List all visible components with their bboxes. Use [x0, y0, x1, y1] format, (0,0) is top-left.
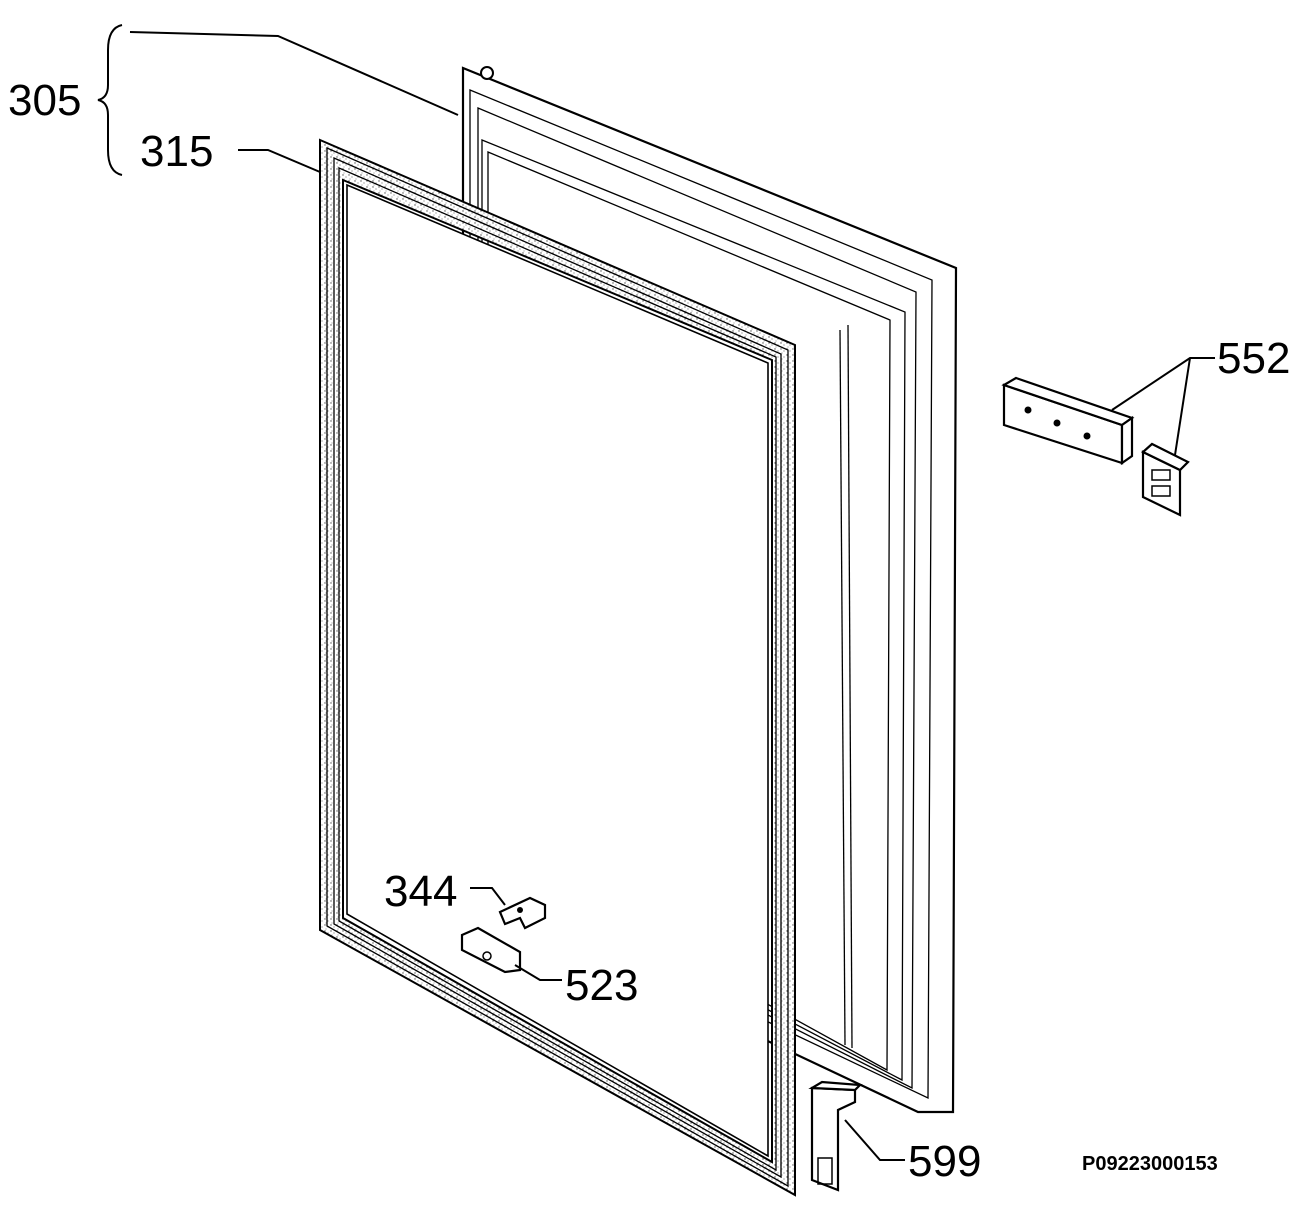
door-gasket — [319, 138, 796, 1197]
reference-code: P09223000153 — [1082, 1153, 1218, 1175]
door-panel-hole — [480, 66, 494, 80]
hinge-clip — [1141, 442, 1190, 517]
callout-552: 552 — [1217, 334, 1290, 383]
leader-lines — [97, 24, 1215, 1161]
callout-305: 305 — [8, 76, 81, 125]
brace-305 — [97, 24, 123, 176]
latch-part-344 — [498, 896, 547, 930]
latch-part-523 — [460, 926, 522, 974]
callout-315: 315 — [140, 127, 213, 176]
hinge-bracket — [1001, 376, 1135, 466]
callout-344: 344 — [384, 867, 457, 916]
hinge-holder-599 — [808, 1080, 863, 1192]
callout-523: 523 — [565, 961, 638, 1010]
callout-599: 599 — [908, 1137, 981, 1186]
